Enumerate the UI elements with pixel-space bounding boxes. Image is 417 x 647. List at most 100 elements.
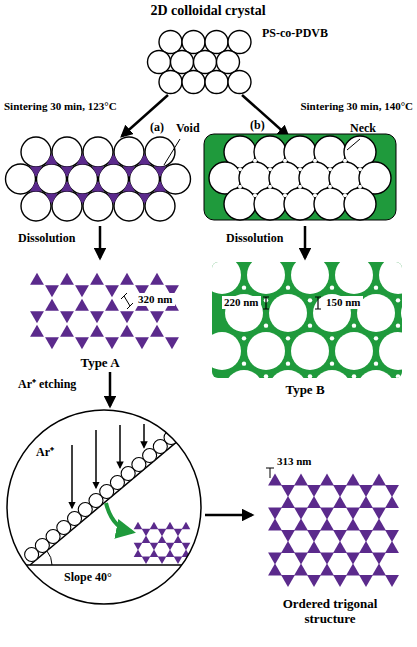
void-dot xyxy=(396,374,400,378)
dimension-label: 313 nm xyxy=(277,455,312,468)
pore xyxy=(291,332,329,370)
void-triangle xyxy=(76,154,88,165)
pore xyxy=(212,332,241,370)
colloid-particle xyxy=(161,164,191,194)
slope-line xyxy=(30,417,206,565)
nanotriangle xyxy=(385,496,399,508)
nanotriangle xyxy=(268,553,282,565)
void-dot xyxy=(253,193,257,197)
void-dot xyxy=(238,167,242,171)
colloid-particle xyxy=(114,137,144,167)
colloid-particle xyxy=(145,191,175,221)
colloid-particle xyxy=(228,31,251,54)
nanotriangle xyxy=(90,325,104,337)
nanotriangle xyxy=(166,543,175,551)
colloid-particle xyxy=(83,137,113,167)
process-arrow xyxy=(109,372,112,406)
void-triangle xyxy=(45,154,57,165)
void-dot xyxy=(298,167,302,171)
etching-inset xyxy=(0,404,210,604)
dimension-bracket xyxy=(121,293,133,309)
type-a-pattern xyxy=(30,273,179,350)
void-dot xyxy=(308,298,312,302)
process-arrow xyxy=(242,95,288,136)
nanotriangle xyxy=(281,541,295,553)
nanotriangle xyxy=(158,536,167,544)
nanotriangle xyxy=(75,299,89,311)
nanotriangle xyxy=(333,496,347,508)
pore xyxy=(269,294,307,332)
void-dot xyxy=(298,185,302,189)
nanotriangle xyxy=(307,541,321,553)
colloid-particle xyxy=(182,31,205,54)
colloid-particle xyxy=(68,164,98,194)
sintered-crystal-b xyxy=(204,134,396,220)
nanotriangle xyxy=(359,575,373,587)
dimension-bar xyxy=(263,297,321,309)
colloid-particle xyxy=(171,51,194,74)
nanotriangle xyxy=(120,311,134,323)
pore xyxy=(357,370,395,378)
void-dot xyxy=(286,336,290,340)
transfer-arrow xyxy=(106,503,132,532)
void-dot xyxy=(286,361,290,365)
colloid-particle xyxy=(196,404,210,418)
void-triangle xyxy=(107,154,119,165)
ion-label: Ar⁺ xyxy=(34,446,56,460)
nanotriangle xyxy=(294,474,308,486)
nanotriangle xyxy=(174,529,183,537)
nanotriangle xyxy=(359,541,373,553)
colloid-particle xyxy=(314,188,346,220)
nanotriangle xyxy=(30,273,44,285)
nanotriangle xyxy=(134,549,143,557)
colloid-particle xyxy=(148,51,171,74)
nanotriangle xyxy=(45,285,59,297)
nanotriangle xyxy=(385,575,399,587)
step-label: Dissolution xyxy=(18,232,75,246)
step-label: Ar⁺ etching xyxy=(18,378,76,392)
void-dot xyxy=(330,361,334,365)
nanotriangle xyxy=(346,508,360,520)
void-dot xyxy=(330,285,334,289)
nanotriangle xyxy=(174,557,183,565)
inset-outline xyxy=(7,410,201,604)
void-dot xyxy=(283,193,287,197)
void-dot xyxy=(268,167,272,171)
nanotriangle xyxy=(385,530,399,542)
colloid-particle xyxy=(52,137,82,167)
nanotriangle xyxy=(268,508,282,520)
nanotriangle xyxy=(60,311,74,323)
pore xyxy=(401,294,402,332)
void-dot xyxy=(358,167,362,171)
void-triangle xyxy=(45,193,57,204)
panel-letter: (b) xyxy=(250,119,265,133)
sintered-crystal-a xyxy=(6,137,191,221)
void-dot xyxy=(238,185,242,189)
nanotriangle xyxy=(385,485,399,497)
void-dot xyxy=(286,285,290,289)
nanotriangle xyxy=(150,549,159,557)
nanotriangle xyxy=(307,485,321,497)
pore xyxy=(247,262,285,294)
nanotriangle xyxy=(346,474,360,486)
void-dot xyxy=(313,159,317,163)
nanotriangle xyxy=(268,519,282,531)
void-triangle xyxy=(154,181,166,192)
nanotriangle xyxy=(75,337,89,349)
nanotriangle xyxy=(45,337,59,349)
colloid-particles xyxy=(148,31,252,94)
colloid-particle xyxy=(344,188,376,220)
nanotriangle xyxy=(135,337,149,349)
colloid-particle xyxy=(205,71,228,94)
nanotriangle xyxy=(166,549,175,557)
angle-label: Slope 40° xyxy=(62,571,114,585)
inset-ground xyxy=(7,410,201,604)
nanotriangle xyxy=(60,273,74,285)
nanotriangle xyxy=(150,273,164,285)
pore xyxy=(247,332,285,370)
nanotriangle xyxy=(158,557,167,565)
pore xyxy=(212,262,241,294)
nanotriangle xyxy=(281,485,295,497)
